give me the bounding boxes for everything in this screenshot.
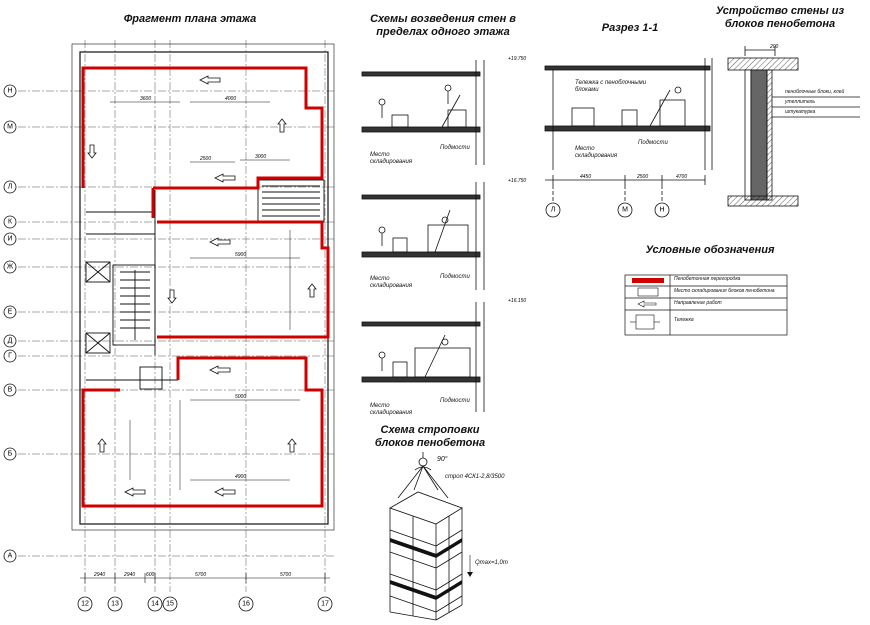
row-axis-bubbles [3, 84, 17, 563]
level-mark-1: +19.750 [508, 56, 526, 62]
section-title: Разрез 1-1 [601, 22, 659, 34]
bottom-dimension-chain [80, 573, 330, 583]
sling-qmax-label: Qmax=1,0т [475, 560, 508, 566]
inner-dim-1: 3600 [140, 96, 151, 102]
legend-item-3: Направление работ [674, 300, 722, 306]
inner-dims: 3600 4000 2500 3000 5900 5000 4900 [140, 96, 266, 480]
scheme-3-scaffold-label: Подмости [440, 398, 470, 404]
section-scaffold-label: Подмости [638, 140, 668, 146]
axis-label-e: Е [8, 309, 13, 316]
level-mark-3: +16.150 [508, 298, 526, 304]
legend-item-2: Место складирования блоков пенобетона [674, 288, 775, 294]
scheme-2-scaffold-label: Подмости [440, 274, 470, 280]
legend-storage-swatch [637, 287, 659, 297]
axis-label-16: 16 [242, 601, 250, 608]
schemes-title: Схемы возведения стен в пределах одного … [370, 13, 516, 38]
sling-title: Схема строповки блоков пенобетона [374, 424, 486, 449]
inner-dim-3: 2500 [199, 156, 211, 162]
axis-label-i: И [7, 236, 12, 243]
axis-label-k: К [8, 219, 13, 226]
sling-strop-label: строп 4СК1-2,8/3500 [445, 474, 505, 480]
row-axis-labels: Н М Л К И Ж Е Д Г В Б А [7, 88, 14, 560]
legend-item-4: Тележка [674, 317, 694, 323]
scheme-3 [361, 302, 485, 412]
level-mark-2: +16.750 [508, 178, 526, 184]
work-direction-arrows [87, 75, 317, 497]
axis-label-14: 14 [151, 601, 159, 608]
inner-dimension-lines [110, 101, 300, 490]
col-axis-labels: 12 13 14 15 16 17 [81, 601, 329, 608]
wall-note-2: утеплитель [785, 99, 816, 105]
axis-label-17: 17 [321, 601, 329, 608]
section-cart-label: Тележка с пеноблочными блоками [575, 80, 647, 93]
legend-item-1: Пенобетонная перегородка [674, 276, 741, 282]
level-marks: +19.750 +16.750 +16.150 [508, 56, 526, 304]
section-place-label: Место складирования [575, 146, 618, 159]
axis-label-b: Б [8, 451, 13, 458]
axis-label-a: А [8, 553, 13, 560]
axis-label-15: 15 [166, 601, 174, 608]
section-dim-3: 4700 [676, 174, 687, 180]
legend-title: Условные обозначения [645, 244, 775, 256]
axis-label-m: М [7, 124, 13, 131]
axis-label-zh: Ж [7, 264, 14, 271]
section-dim-1: 4450 [580, 174, 591, 180]
bottom-dims: 2940 2940 600 5700 5700 [93, 572, 291, 578]
scheme-1-scaffold-label: Подмости [440, 145, 470, 151]
col-axis-lines [84, 40, 326, 592]
wall-dim: 200 [769, 44, 779, 50]
axis-label-n: Н [7, 88, 12, 95]
bottom-dim-2: 2940 [123, 572, 135, 578]
sling-angle: 90° [437, 456, 448, 463]
scheme-3-place-label: Место складирования [370, 403, 413, 416]
legend-partition-swatch [632, 278, 664, 283]
scheme-2 [361, 182, 485, 290]
inner-dim-6: 5000 [235, 394, 246, 400]
axis-label-g: Г [8, 353, 12, 360]
axis-label-l: Л [8, 184, 13, 191]
bottom-dim-1: 2940 [93, 572, 105, 578]
axis-label-v: В [8, 387, 13, 394]
section-dim-2: 2500 [636, 174, 648, 180]
legend-cart-icon [630, 314, 660, 330]
plan-title: Фрагмент плана этажа [123, 13, 257, 25]
bottom-dim-5: 5700 [280, 572, 291, 578]
legend-arrow-icon [637, 300, 657, 308]
inner-dim-7: 4900 [235, 474, 246, 480]
bottom-dim-3: 600 [146, 572, 155, 578]
bottom-dim-4: 5700 [195, 572, 206, 578]
col-axis-bubbles [77, 596, 333, 612]
section-axis-n: Н [659, 207, 664, 214]
axis-label-12: 12 [81, 601, 89, 608]
partition-walls [81, 66, 330, 508]
wall-note-1: пеноблочные блоки, клей [785, 89, 845, 95]
stair-core [85, 179, 325, 390]
scheme-1-place-label: Место складирования [370, 152, 413, 165]
scheme-1 [361, 60, 485, 165]
section-axis-labels: Л М Н [551, 207, 665, 214]
axis-label-d: Д [8, 338, 13, 345]
section-axis-m: М [622, 207, 628, 214]
inner-dim-5: 5900 [235, 252, 246, 258]
scheme-2-place-label: Место складирования [370, 276, 413, 289]
wall-title: Устройство стены из блоков пенобетона [715, 5, 845, 30]
wall-note-3: штукатурка [785, 109, 816, 115]
inner-dim-2: 4000 [225, 96, 236, 102]
section-dims: 4450 2500 4700 [580, 174, 687, 180]
inner-dim-4: 3000 [255, 154, 266, 160]
axis-label-13: 13 [111, 601, 119, 608]
section-axis-l: Л [551, 207, 556, 214]
